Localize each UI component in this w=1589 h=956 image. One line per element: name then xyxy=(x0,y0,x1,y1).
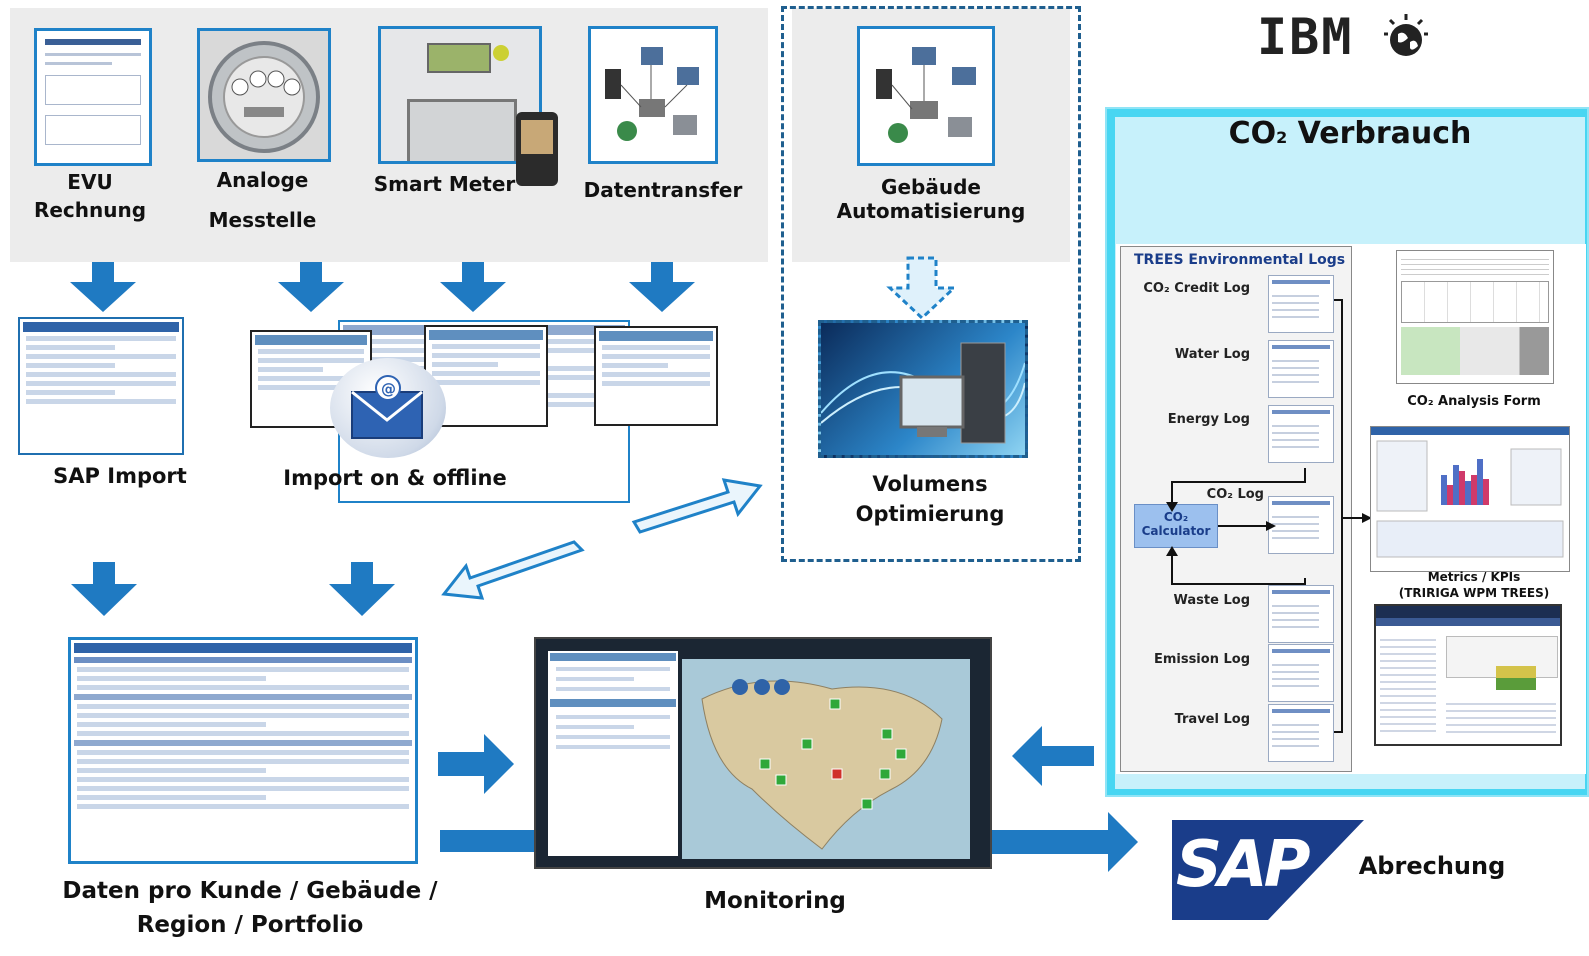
import-screenshot-2 xyxy=(424,325,548,427)
arrow-left-co2 xyxy=(1012,726,1094,786)
sap-logo: SAP xyxy=(1172,820,1364,920)
log-label-emission: Emission Log xyxy=(1153,652,1250,667)
customer-data-screenshot xyxy=(68,637,418,864)
evu-invoice-image xyxy=(34,28,152,166)
svg-text:@: @ xyxy=(381,380,396,398)
co2-title-suffix: Verbrauch xyxy=(1287,116,1472,151)
arrow-down-dashed xyxy=(886,256,958,321)
arrow-down-evu xyxy=(70,262,136,312)
sap-logo-text: SAP xyxy=(1176,828,1311,902)
arrow-down-import xyxy=(329,562,395,616)
building-automation-image xyxy=(857,26,995,166)
log-label-travel: Travel Log xyxy=(1174,712,1250,727)
evu-label-line1: EVU xyxy=(67,170,113,194)
smart-meter-label: Smart Meter xyxy=(373,172,516,196)
log-label-water: Water Log xyxy=(1174,347,1250,362)
arrow-down-transfer xyxy=(629,262,695,312)
pda-icon xyxy=(516,112,558,186)
analog-label-line1: Analoge xyxy=(216,168,309,192)
log-sheet-co2-credit xyxy=(1268,275,1334,333)
analog-meter-icon xyxy=(208,41,320,153)
co2-title: CO2 Verbrauch xyxy=(1200,116,1500,151)
arrow-down-smart xyxy=(440,262,506,312)
network-icon-2 xyxy=(876,47,976,143)
volume-label-line1: Volumens xyxy=(872,472,988,496)
calculator-line2: Calculator xyxy=(1141,524,1211,538)
calculator-line1: CO₂ xyxy=(1163,510,1189,524)
smart-meter-image xyxy=(378,26,542,164)
log-sheet-travel xyxy=(1268,704,1334,762)
data-per-label-line1: Daten pro Kunde / Gebäude / xyxy=(62,878,438,904)
metrics-kpi-image xyxy=(1370,426,1570,572)
network-icon xyxy=(605,47,699,141)
analog-label-line2: Messtelle xyxy=(208,208,317,232)
ibm-logo-text: IBM xyxy=(1257,8,1354,66)
data-transfer-image xyxy=(588,26,718,164)
arrow-down-sap xyxy=(71,562,137,616)
volume-optimization-image xyxy=(818,320,1028,458)
import-online-label: Import on & offline xyxy=(283,466,507,490)
building-label-line1: Gebäude xyxy=(881,175,981,199)
monitoring-screenshot xyxy=(534,637,992,869)
arrow-hollow-to-data xyxy=(441,540,585,600)
data-transfer-label: Datentransfer xyxy=(583,178,743,202)
sap-import-label: SAP Import xyxy=(53,464,187,488)
evu-label-line2: Rechnung xyxy=(33,198,147,222)
building-label-line2: Automatisierung xyxy=(836,199,1026,223)
log-sheet-waste xyxy=(1268,585,1334,643)
co2-connectors xyxy=(1166,299,1372,733)
data-per-label-line2: Region / Portfolio xyxy=(136,912,364,938)
monitoring-label: Monitoring xyxy=(704,888,846,914)
sap-import-screenshot xyxy=(18,317,184,455)
import-screenshot-3 xyxy=(594,326,718,426)
arrow-down-analog xyxy=(278,262,344,312)
metrics-label-line2: (TRIRIGA WPM TREES) xyxy=(1398,586,1550,600)
arrow-hollow-to-volume xyxy=(631,478,763,534)
log-sheet-emission xyxy=(1268,644,1334,702)
bar-bottom-left xyxy=(440,830,536,852)
analysis-form-label: CO₂ Analysis Form xyxy=(1407,394,1541,409)
tririga-screenshot xyxy=(1374,604,1562,746)
trees-title: TREES Environmental Logs xyxy=(1134,252,1346,268)
arrow-right-sap xyxy=(990,812,1138,872)
co2-title-prefix: CO xyxy=(1228,116,1277,151)
volume-label-line2: Optimierung xyxy=(855,502,1005,526)
log-label-waste: Waste Log xyxy=(1173,593,1250,608)
globe-icon xyxy=(1384,14,1428,56)
arrow-right-monitoring xyxy=(438,734,514,794)
log-sheet-co2 xyxy=(1268,496,1334,554)
log-sheet-energy xyxy=(1268,405,1334,463)
billing-label: Abrechung xyxy=(1358,852,1506,880)
log-label-co2-credit: CO₂ Credit Log xyxy=(1143,281,1250,296)
log-sheet-water xyxy=(1268,340,1334,398)
email-icon: @ xyxy=(330,358,446,458)
computer-icon xyxy=(821,342,1025,444)
kpi-bar-chart-icon xyxy=(1376,440,1564,558)
co2-title-sub: 2 xyxy=(1276,128,1288,147)
analog-meter-image xyxy=(197,28,331,162)
co2-calculator-box: CO₂ Calculator xyxy=(1134,504,1218,548)
ibm-logo: IBM xyxy=(1257,8,1432,66)
north-america-map xyxy=(701,679,943,850)
metrics-label-line1: Metrics / KPIs xyxy=(1427,570,1521,584)
map-view xyxy=(682,659,970,859)
log-label-energy: Energy Log xyxy=(1167,412,1250,427)
log-label-co2: CO₂ Log xyxy=(1206,487,1264,502)
co2-analysis-form-image xyxy=(1396,250,1554,384)
building-dashed-frame xyxy=(781,6,1081,562)
